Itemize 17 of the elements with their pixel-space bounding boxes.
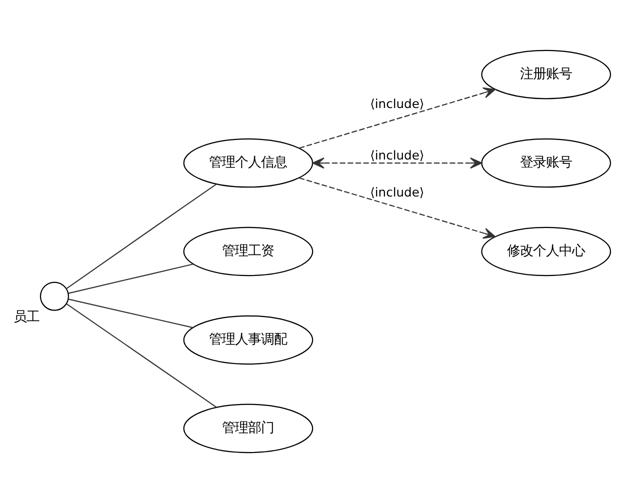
connector	[66, 302, 217, 408]
arrow	[312, 156, 482, 168]
edge-label: ⟨include⟩	[370, 184, 424, 199]
edge-label: ⟨include⟩	[370, 148, 424, 162]
connector	[68, 263, 194, 294]
node-ellipse: 登录账号	[481, 138, 612, 188]
connector	[68, 298, 193, 328]
node-label: 员工	[13, 310, 40, 325]
node-ellipse: 管理个人信息	[183, 138, 314, 188]
arrow	[299, 176, 496, 238]
connector	[66, 183, 217, 289]
node-ellipse: 管理人事调配	[183, 314, 314, 364]
edge-label: ⟨include⟩	[370, 96, 424, 110]
node-person	[40, 281, 70, 310]
node-ellipse: 管理工资	[183, 226, 314, 276]
arrow	[299, 86, 496, 148]
node-ellipse: 管理部门	[183, 403, 314, 453]
